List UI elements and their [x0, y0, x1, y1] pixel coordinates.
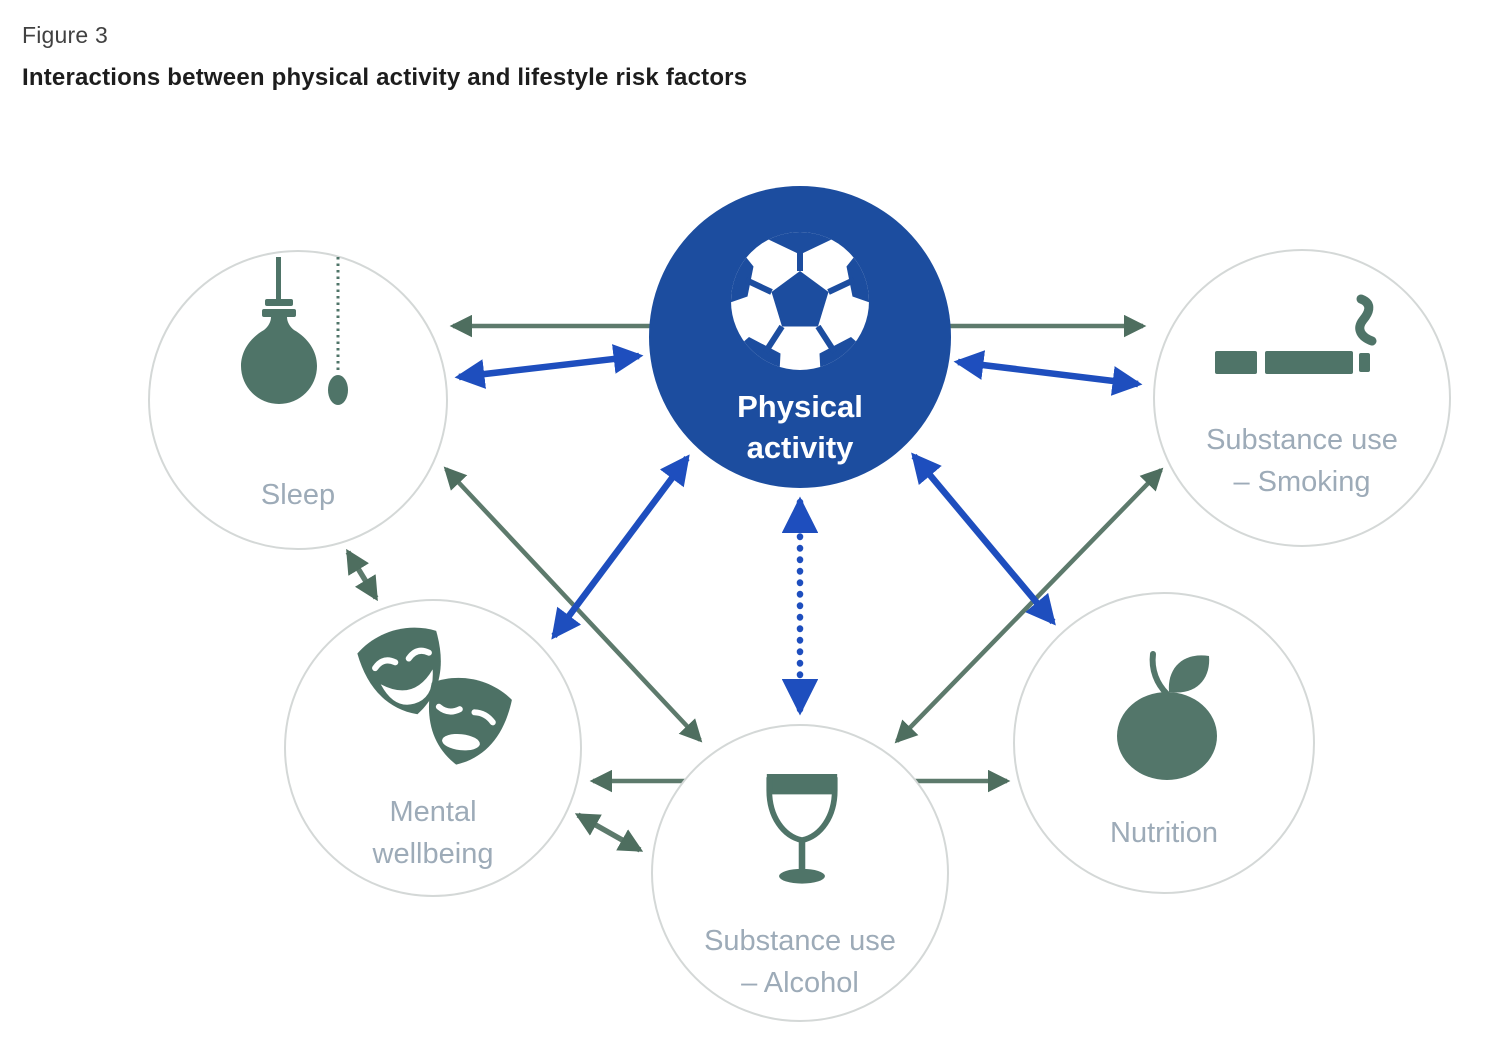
arrow-sleep-activity: [454, 344, 644, 389]
node-mental-wellbeing: Mental wellbeing: [284, 599, 582, 897]
figure-label: Figure 3: [22, 22, 108, 48]
soccer-ball-icon: [731, 232, 869, 370]
arrow-mental-alcohol: [574, 812, 644, 853]
smoking-label-line2: – Smoking: [1233, 466, 1371, 498]
wine-glass-icon: [766, 773, 838, 884]
center-label-line2: activity: [746, 430, 854, 465]
node-alcohol: Substance use – Alcohol: [651, 724, 949, 1022]
node-smoking: Substance use – Smoking: [1153, 249, 1451, 547]
cigarette-icon: [1215, 294, 1377, 374]
lightbulb-icon: [241, 257, 348, 405]
center-label-line1: Physical: [737, 389, 863, 424]
alcohol-label-line2: – Alcohol: [741, 967, 859, 999]
apple-icon: [1117, 651, 1217, 780]
sleep-label: Sleep: [260, 479, 336, 511]
arrow-sleep-mental: [345, 548, 379, 602]
smoking-label-line1: Substance use: [1206, 424, 1398, 456]
theater-masks-icon: [357, 627, 512, 765]
blue-arrows: [454, 344, 1143, 716]
mental-label-line1: Mental: [389, 796, 477, 828]
nutrition-label: Nutrition: [1110, 817, 1218, 849]
node-sleep: Sleep: [148, 250, 448, 550]
figure-title: Interactions between physical activity a…: [22, 64, 748, 91]
alcohol-label-line1: Substance use: [704, 925, 896, 957]
arrow-activity-mental: [551, 454, 690, 640]
arrow-activity-smoking: [953, 350, 1143, 396]
arrow-activity-nutrition: [911, 452, 1056, 626]
mental-label-line2: wellbeing: [372, 838, 494, 870]
node-physical-activity: Physical activity: [649, 186, 951, 488]
node-nutrition: Nutrition: [1013, 592, 1315, 894]
